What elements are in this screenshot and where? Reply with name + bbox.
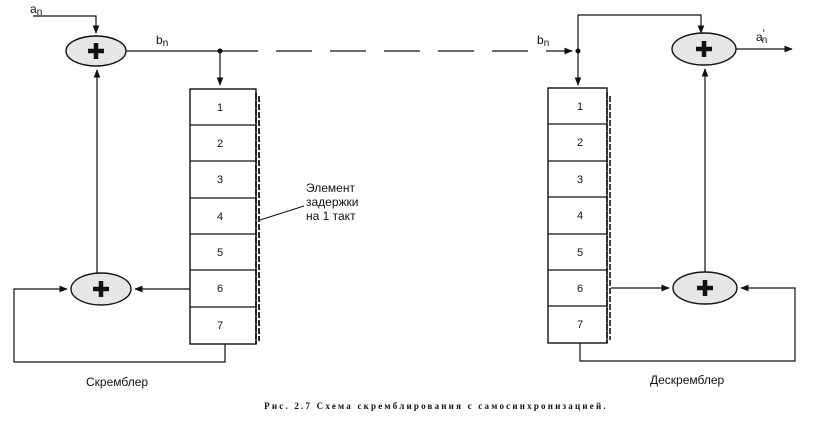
scrambler: an bn 1 2 3 4 5 6 7	[13, 2, 359, 389]
register-cell-label: 1	[217, 102, 223, 114]
figure-caption: Рис. 2.7 Схема скремблирования с самосин…	[264, 401, 608, 411]
plus-icon	[697, 280, 713, 296]
descrambler-bottom-adder	[672, 271, 738, 305]
register-cell-label: 2	[577, 137, 583, 149]
scrambler-input-line	[33, 15, 100, 34]
register-cell-label: 5	[577, 247, 583, 259]
scrambler-shift-register: 1 2 3 4 5 6 7	[189, 88, 260, 345]
scrambler-label: Скремблер	[86, 375, 148, 389]
register-cell-label: 7	[577, 319, 583, 331]
descrambler-top-adder	[671, 32, 737, 66]
register-cell-label: 6	[577, 283, 583, 295]
register-cell-label: 1	[577, 101, 583, 113]
plus-icon	[93, 281, 109, 297]
scrambler-output-label: bn	[156, 33, 168, 49]
descrambler-bypass-line	[577, 14, 705, 51]
register-cell-label: 3	[577, 174, 583, 186]
register-cell-label: 2	[217, 138, 223, 150]
descrambler-input-label: bn	[537, 33, 549, 49]
descrambler-shift-register: 1 2 3 4 5 6 7	[547, 87, 611, 344]
svg-text:Элемент: Элемент	[306, 181, 355, 195]
delay-element-annotation: Элемент задержки на 1 такт	[259, 181, 359, 223]
register-cell-label: 5	[217, 247, 223, 259]
register-cell-label: 6	[217, 283, 223, 295]
register-cell-label: 4	[577, 210, 583, 222]
scrambler-bottom-adder	[70, 272, 132, 306]
scrambler-tap-7-line	[13, 285, 226, 363]
plus-icon	[696, 41, 712, 57]
descrambler-output-label: a'n	[756, 28, 767, 46]
register-cell-label: 3	[217, 174, 223, 186]
plus-icon	[88, 43, 104, 59]
scrambler-top-adder	[65, 35, 127, 67]
descrambler: bn a'n 1 2 3 4 5 6 7	[537, 14, 796, 387]
scrambler-input-label: an	[30, 2, 42, 18]
descrambler-tap-7-line	[579, 284, 796, 362]
register-cell-label: 4	[217, 211, 223, 223]
svg-text:задержки: задержки	[306, 195, 359, 209]
svg-text:на 1 такт: на 1 такт	[306, 209, 356, 223]
register-cell-label: 7	[217, 320, 223, 332]
descrambler-label: Дескремблер	[650, 373, 725, 387]
